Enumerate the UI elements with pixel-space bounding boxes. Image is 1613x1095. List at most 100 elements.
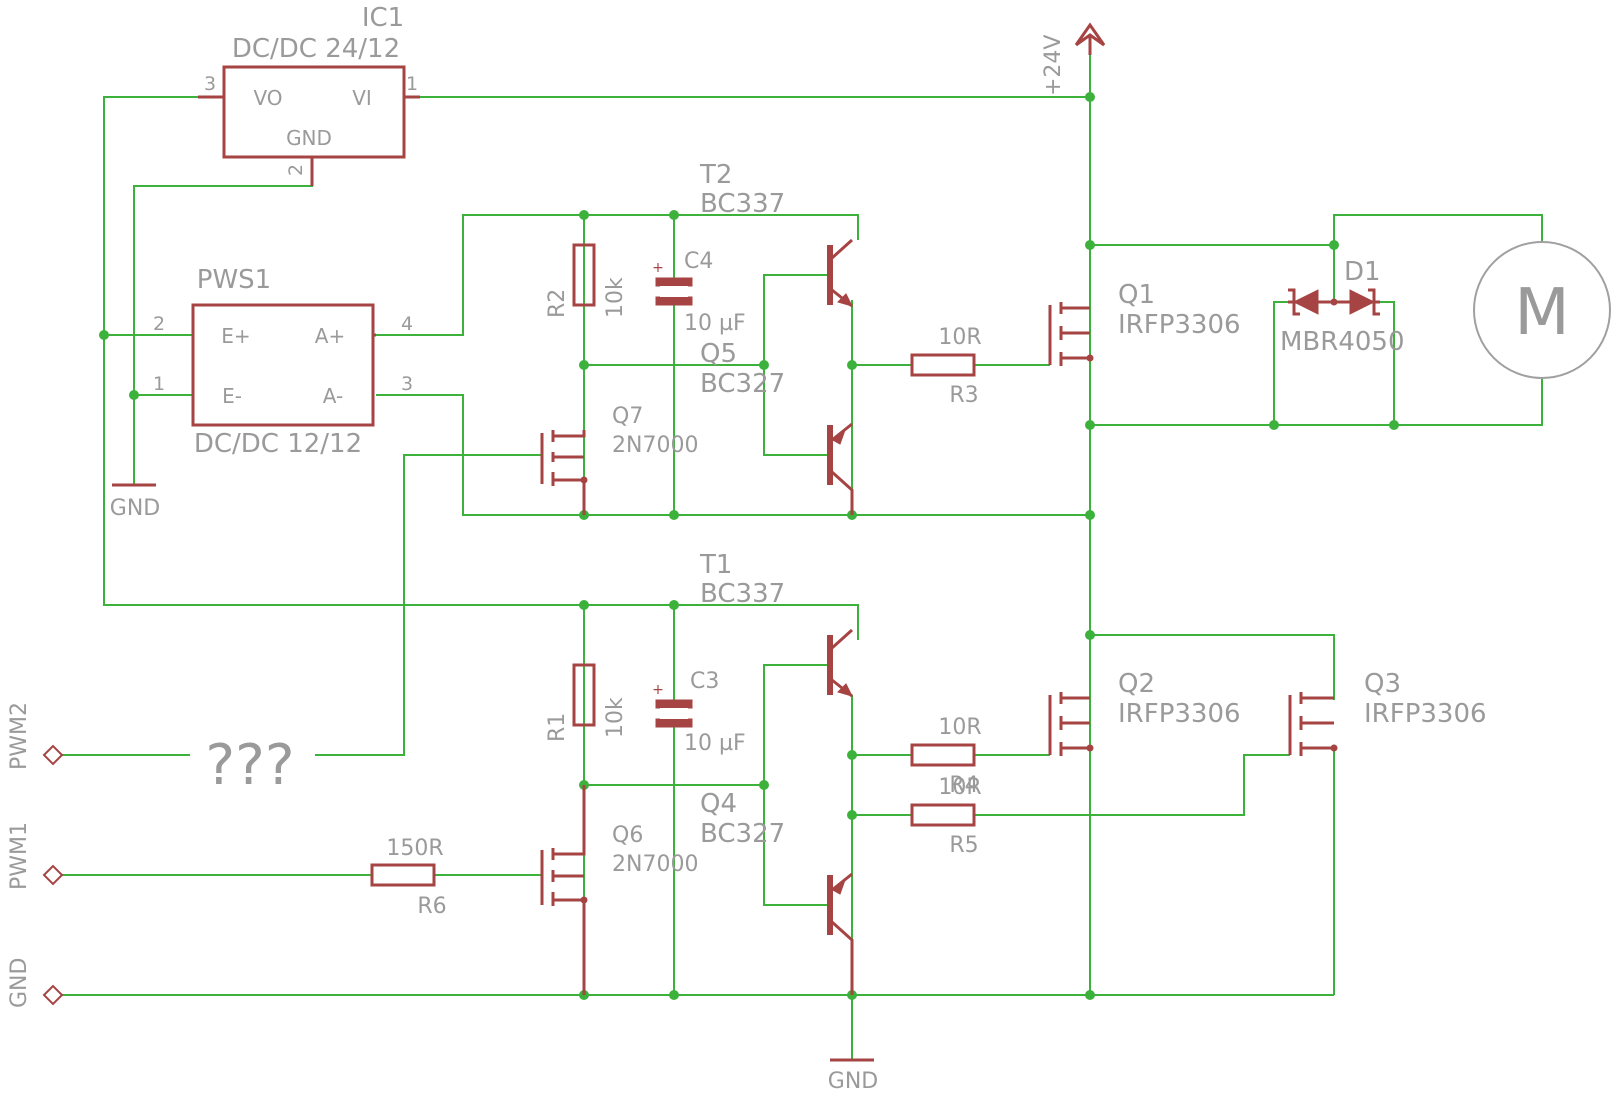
pws1-value: DC/DC 12/12 — [194, 429, 362, 459]
q4-value: BC327 — [700, 819, 785, 849]
motor-label: M — [1514, 276, 1569, 350]
wire-motor-a — [1333, 214, 1543, 245]
wire-vo-bus — [103, 96, 859, 640]
port-gnd-label: GND — [7, 958, 32, 1008]
gnd-symbol-bottom: GND — [828, 1058, 878, 1094]
resistor-r4: 10R R4 — [910, 715, 982, 798]
r5-value: 10R — [938, 775, 981, 800]
pws1-pin-aplus: A+ — [315, 324, 345, 348]
c4-name: C4 — [684, 249, 713, 274]
r2-value: 10k — [603, 277, 628, 318]
unknown-circuit-marker: ??? — [205, 733, 294, 798]
mosfet-q1: Q1 IRFP3306 — [1048, 280, 1241, 366]
t1-value: BC337 — [700, 579, 785, 609]
t1-name: T1 — [699, 550, 732, 580]
bjt-t1: T1 BC337 — [699, 550, 854, 698]
q1-name: Q1 — [1118, 280, 1155, 310]
port-pwm1-label: PWM1 — [7, 822, 32, 890]
wire-r5-right — [974, 754, 1290, 816]
resistor-r1: R1 10k — [545, 663, 628, 742]
ic1-pinnum-gnd: 2 — [285, 164, 307, 176]
capacitor-c3: + C3 10 µF — [652, 669, 746, 756]
supply-24v-label: +24V — [1041, 35, 1066, 96]
port-pwm2-label: PWM2 — [7, 702, 32, 770]
pws1-pinnum-aplus: 4 — [401, 313, 413, 335]
gnd-top-label: GND — [110, 496, 160, 521]
wire-motor-bottom — [1090, 378, 1543, 426]
bjt-q4: Q4 BC327 — [700, 789, 854, 995]
r3-value: 10R — [938, 325, 981, 350]
pws1-pin-aminus: A- — [323, 384, 343, 408]
wires — [62, 55, 1543, 1060]
c4-value: 10 µF — [684, 311, 746, 336]
q7-name: Q7 — [612, 404, 643, 429]
mosfet-q7: Q7 2N7000 — [540, 404, 698, 515]
q7-value: 2N7000 — [612, 433, 698, 458]
wire-pwm2-gate — [315, 454, 542, 756]
q5-name: Q5 — [700, 339, 737, 369]
r3-name: R3 — [949, 383, 978, 408]
resistor-r2: R2 10k — [545, 243, 628, 318]
mosfet-q3: Q3 IRFP3306 — [1288, 669, 1487, 756]
d1-value: MBR4050 — [1280, 327, 1405, 357]
pws1-pinnum-aminus: 3 — [401, 373, 413, 395]
pws1-pin-eplus: E+ — [221, 324, 250, 348]
q2-name: Q2 — [1118, 669, 1155, 699]
q1-value: IRFP3306 — [1118, 310, 1241, 340]
q3-name: Q3 — [1364, 669, 1401, 699]
pws1-pin-eminus: E- — [222, 384, 242, 408]
port-pwm1: PWM1 — [7, 822, 64, 890]
r6-value: 150R — [386, 836, 443, 861]
capacitor-c4: + C4 10 µF — [652, 249, 746, 336]
r2-name: R2 — [545, 289, 570, 318]
ic1-value: DC/DC 24/12 — [232, 34, 400, 64]
resistor-r6: 150R R6 — [370, 836, 447, 919]
bjt-t2: T2 BC337 — [699, 160, 854, 308]
d1-name: D1 — [1344, 257, 1381, 287]
ic1-dcdc: IC1 DC/DC 24/12 VO VI GND 3 1 2 — [198, 3, 420, 186]
r4-name: R4 — [949, 773, 978, 798]
q4-name: Q4 — [700, 789, 737, 819]
resistor-r3: 10R R3 — [910, 325, 982, 408]
q3-value: IRFP3306 — [1364, 699, 1487, 729]
wire-diode-right — [1380, 301, 1395, 425]
t2-name: T2 — [699, 160, 732, 190]
ic1-pin-gnd: GND — [286, 126, 332, 150]
mosfet-q2: Q2 IRFP3306 — [1048, 669, 1241, 756]
pws1-pinnum-eplus: 2 — [153, 313, 165, 335]
supply-24v: +24V — [1041, 22, 1106, 96]
ic1-pinnum-vi: 1 — [406, 73, 418, 95]
c4-plus-icon: + — [652, 260, 664, 276]
q5-value: BC327 — [700, 369, 785, 399]
r6-name: R6 — [417, 894, 446, 919]
mosfet-q6: Q6 2N7000 — [540, 785, 698, 995]
r1-name: R1 — [545, 713, 570, 742]
pws1-pinnum-eminus: 1 — [153, 373, 165, 395]
port-gnd: GND — [7, 958, 64, 1008]
ic1-pinnum-vo: 3 — [204, 73, 216, 95]
r4-value: 10R — [938, 715, 981, 740]
q2-value: IRFP3306 — [1118, 699, 1241, 729]
wire-lower-bases — [763, 664, 830, 906]
ic1-pin-vo: VO — [253, 86, 282, 110]
motor: M — [1473, 241, 1611, 379]
r5-name: R5 — [949, 833, 978, 858]
ic1-name: IC1 — [362, 3, 404, 33]
r1-value: 10k — [603, 697, 628, 738]
diode-d1: D1 MBR4050 — [1280, 257, 1405, 357]
junctions — [99, 92, 1399, 1000]
port-pwm2: PWM2 — [7, 702, 64, 770]
ic1-pin-vi: VI — [352, 86, 372, 110]
resistor-r5: 10R R5 — [910, 775, 982, 858]
gnd-symbol-top: GND — [110, 483, 160, 521]
t2-value: BC337 — [700, 189, 785, 219]
q6-name: Q6 — [612, 823, 643, 848]
gnd-bottom-label: GND — [828, 1069, 878, 1094]
c3-value: 10 µF — [684, 731, 746, 756]
wire-upper-bases — [763, 274, 830, 456]
pws1-name: PWS1 — [197, 265, 271, 295]
c3-name: C3 — [690, 669, 719, 694]
wire-q3-drain — [1090, 634, 1335, 700]
wire-diode-left — [1273, 301, 1288, 425]
